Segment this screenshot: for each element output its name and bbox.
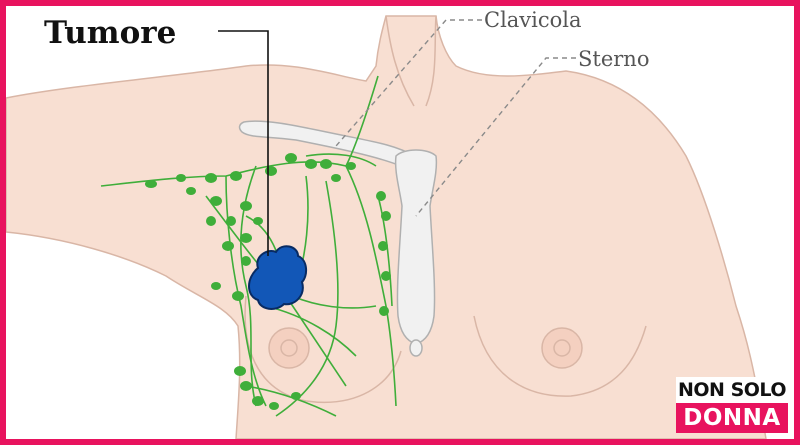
logo-line-2: DONNA [676, 403, 788, 433]
right-nipple [541, 327, 583, 369]
lymph-nodes [145, 153, 391, 410]
brand-logo: NON SOLO DONNA [676, 377, 788, 433]
tumor-label: Tumore [44, 15, 177, 51]
sternum-label: Sterno [578, 47, 650, 71]
clavicle-label: Clavicola [484, 8, 582, 32]
left-nipple [268, 327, 310, 369]
tumor-mass [248, 245, 308, 310]
right-breast-outline [473, 315, 647, 397]
sternum-bone [394, 149, 438, 345]
neck-line-right [425, 15, 437, 107]
clavicle-leader-line [335, 19, 482, 147]
logo-line-1: NON SOLO [676, 377, 788, 403]
anatomy-illustration [6, 15, 767, 439]
torso [6, 15, 767, 439]
xiphoid-process [409, 339, 423, 357]
tumor-leader-line [218, 30, 269, 256]
sternum-leader-line [415, 57, 576, 217]
neck-line [385, 15, 415, 107]
left-breast-outline [244, 295, 402, 403]
